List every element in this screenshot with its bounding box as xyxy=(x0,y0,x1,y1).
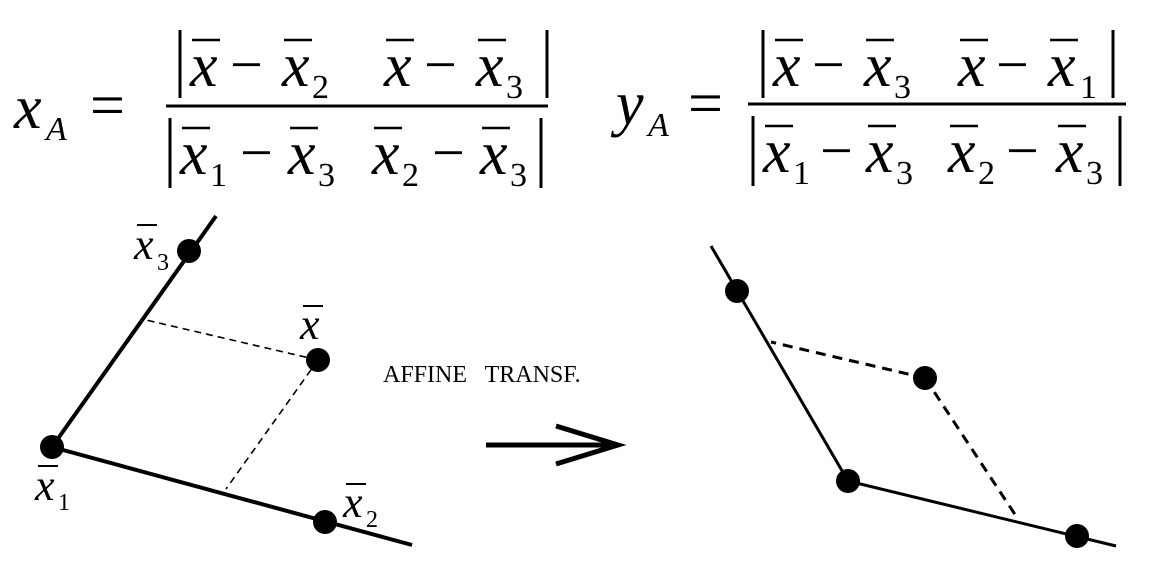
label-x2: x 2 xyxy=(342,478,378,533)
formula-y-a-num-c1-b: x xyxy=(863,32,892,100)
left-diagram: x 3 x x 1 x 2 xyxy=(34,214,413,547)
left-point-x2 xyxy=(313,510,337,534)
formula-x-a-num-c1-b: x xyxy=(281,32,310,100)
formula-y-a-den-c2-b: x xyxy=(1055,118,1084,186)
arrow-head xyxy=(555,423,627,467)
formula-x-a-num-c2-b: x xyxy=(475,32,504,100)
formula-y-a-den-c2-a-sub: 2 xyxy=(978,155,995,192)
right-point-bottom xyxy=(1065,524,1089,548)
label-x1-sub: 1 xyxy=(58,490,70,516)
formula-y-a-den-c1-a: x xyxy=(762,118,791,186)
formula-x-a-den-c1-a-sub: 1 xyxy=(210,157,227,194)
formula-y-a-lhs: y xyxy=(610,70,644,138)
formula-x-a-den-c2-b-sub: 3 xyxy=(510,157,527,194)
formula-y-a-lhs-subscript: A xyxy=(646,107,669,144)
right-point-origin xyxy=(836,469,860,493)
label-x3-symbol: x xyxy=(133,220,154,269)
formula-y-a-num-c2-a: x xyxy=(957,32,986,100)
formula-y-a-num-c2-b: x xyxy=(1047,32,1076,100)
label-x3: x 3 xyxy=(133,220,169,276)
formula-x-a-den-c2-b: x xyxy=(479,120,508,188)
label-x: x xyxy=(299,300,323,349)
label-x2-symbol: x xyxy=(342,478,363,527)
right-projection-2 xyxy=(923,377,1020,520)
left-projection-to-x2-axis xyxy=(225,359,319,490)
formula-x-a-den-c2-minus: − xyxy=(432,120,465,185)
formula-x-a: x A = x − x 2 x − x 3 x 1 − x 3 x xyxy=(13,30,549,194)
label-x1: x 1 xyxy=(34,461,70,516)
left-axis-x1-x2 xyxy=(51,445,413,547)
label-x1-symbol: x xyxy=(34,461,55,510)
right-arrow-icon xyxy=(486,423,627,467)
formula-y-a-num-c2-b-sub: 1 xyxy=(1080,69,1097,106)
formula-y-a-equals: = xyxy=(688,70,723,138)
formula-y-a-num-c2-minus: − xyxy=(996,32,1029,97)
formula-x-a-equals: = xyxy=(90,72,125,140)
left-point-x1 xyxy=(40,435,64,459)
formula-y-a-den-c1-b-sub: 3 xyxy=(896,155,913,192)
formula-x-a-den-c1-b: x xyxy=(287,120,316,188)
left-point-x xyxy=(306,348,330,372)
formula-y-a-num-c1-minus: − xyxy=(812,32,845,97)
left-projection-to-x3-axis xyxy=(145,319,319,361)
formula-x-a-den-c1-minus: − xyxy=(240,120,273,185)
formula-y-a-den-c1-b: x xyxy=(865,118,894,186)
formula-x-a-den-c2-a-sub: 2 xyxy=(402,157,419,194)
formula-x-a-num-c1-a: x xyxy=(189,32,218,100)
formula-x-a-lhs-subscript: A xyxy=(44,111,67,148)
left-point-x3 xyxy=(177,239,201,263)
formula-y-a-den-c1-minus: − xyxy=(820,118,853,183)
formula-x-a-den-c2-a: x xyxy=(371,120,400,188)
formula-y-a-den-c2-minus: − xyxy=(1006,118,1039,183)
affine-transform-label: AFFINE TRANSF. xyxy=(383,362,581,388)
formula-y-a-den-c2-a: x xyxy=(947,118,976,186)
formula-y-a-den-c2-b-sub: 3 xyxy=(1086,155,1103,192)
formula-x-a-den-c1-a: x xyxy=(179,120,208,188)
formula-x-a-lhs: x xyxy=(13,74,42,142)
right-diagram xyxy=(709,245,1117,548)
label-x2-sub: 2 xyxy=(366,507,378,533)
label-x3-sub: 3 xyxy=(157,250,169,276)
formula-y-a-den-c1-a-sub: 1 xyxy=(793,155,810,192)
formula-x-a-num-c2-b-sub: 3 xyxy=(506,69,523,106)
right-point-top xyxy=(725,279,749,303)
formula-y-a-num-c1-b-sub: 3 xyxy=(894,69,911,106)
formula-x-a-num-c1-b-sub: 2 xyxy=(312,69,329,106)
formula-x-a-num-c2-minus: − xyxy=(424,32,457,97)
formula-x-a-num-c1-minus: − xyxy=(230,32,263,97)
label-x-symbol: x xyxy=(299,300,320,349)
right-projection-1 xyxy=(770,340,926,380)
formula-y-a: y A = x − x 3 x − x 1 x 1 − x 3 x 2 − xyxy=(610,30,1126,192)
formula-x-a-num-c2-a: x xyxy=(383,32,412,100)
right-point-x xyxy=(913,366,937,390)
formula-y-a-num-c1-a: x xyxy=(772,32,801,100)
formula-x-a-den-c1-b-sub: 3 xyxy=(318,157,335,194)
